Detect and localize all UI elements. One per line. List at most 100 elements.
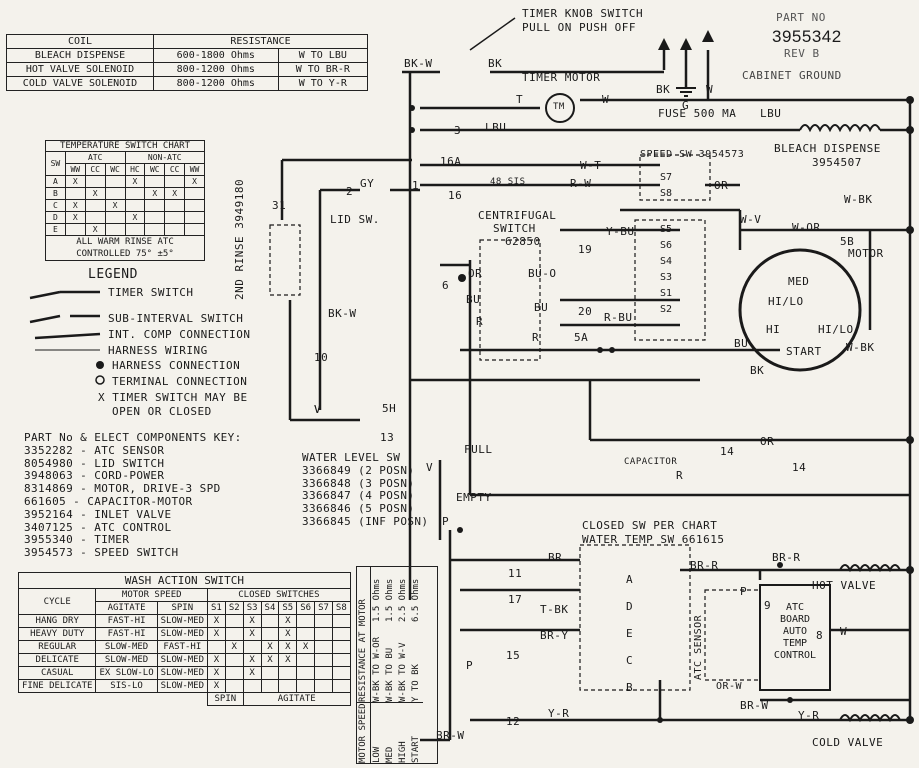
parts-key-item: 3948063 - CORD-POWER [24, 469, 165, 483]
terminal-number: 17 [508, 593, 523, 606]
subhead: HC [124, 163, 146, 176]
wire-label: T [516, 93, 524, 106]
cell: X [164, 187, 186, 200]
cell: D [45, 211, 66, 224]
fuse-wire-label: LBU [760, 107, 782, 120]
cell: C [45, 199, 66, 212]
speed-switch-terminals: S7 S8 [660, 170, 672, 202]
wire-label: Y-BU [606, 225, 635, 238]
wire-label: BR-Y [540, 629, 569, 642]
cell: X [207, 666, 226, 680]
cell [260, 679, 280, 693]
wire-label: BK [488, 57, 503, 70]
resistance-header: RESISTANCE [153, 34, 368, 49]
parts-key-item: 661605 - CAPACITOR-MOTOR [24, 494, 193, 508]
cell [314, 640, 333, 654]
cell [184, 223, 205, 236]
terminal-number: 20 [578, 305, 593, 318]
wire-label: Y-R [548, 707, 570, 720]
terminal-number: 15 [506, 649, 521, 662]
wire-label: OR [714, 179, 729, 192]
wire-label: G [682, 99, 690, 112]
cell [184, 199, 205, 212]
cell [164, 223, 186, 236]
cell [296, 679, 316, 693]
legend-item: INT. COMP CONNECTION [108, 328, 251, 341]
cell [84, 199, 106, 212]
coil-resistance: 800-1200 Ohms [153, 62, 279, 77]
wire-label: BR-W [436, 729, 465, 742]
cell: W-BK TO W-OR [372, 636, 382, 702]
wire-label: R [476, 315, 484, 328]
cell: X [278, 640, 298, 654]
cell [184, 187, 205, 200]
cell [278, 666, 298, 680]
terminal-number: 10 [314, 351, 329, 364]
cell: X [207, 653, 226, 667]
cell [224, 666, 244, 680]
terminal-number: 14 [720, 445, 735, 458]
temp-sw-terminal: C [626, 654, 633, 667]
cell [84, 211, 106, 224]
cell [164, 199, 186, 212]
bleach-dispense-label: BLEACH DISPENSE [774, 142, 881, 155]
pull-push-label: PULL ON PUSH OFF [522, 21, 636, 34]
cell: SLOW-MED [156, 666, 209, 680]
coil-wires: W TO LBU [277, 48, 369, 63]
motor-speed-header: MOTOR SPEED [95, 588, 208, 602]
motor-med: MED [788, 275, 810, 288]
wire-label: W-BK [844, 193, 873, 206]
cell: X [242, 653, 262, 667]
cell [314, 679, 333, 693]
wire-label: BK [656, 83, 671, 96]
cell: X [224, 640, 244, 654]
sw-header: S5 [278, 601, 298, 615]
terminal-number: 5B [840, 235, 855, 248]
speed-sw-terminal: S6 [660, 240, 673, 251]
parts-key-item: 8054980 - LID SWITCH [24, 456, 165, 470]
non-atc-header: NON-ATC [124, 151, 205, 164]
cell: FINE DELICATE [17, 679, 97, 693]
speed-sw-terminal: S7 [660, 172, 673, 183]
sw-header: S8 [331, 601, 351, 615]
legend-item: OPEN OR CLOSED [112, 405, 212, 418]
sw-header: S1 [207, 601, 226, 615]
cell: HANG DRY [17, 614, 97, 628]
centrifugal-switch-label: SWITCH [493, 222, 536, 235]
cell [144, 223, 166, 236]
wire-label: OR [468, 267, 483, 280]
subhead: WC [144, 163, 166, 176]
cell: X [242, 614, 262, 628]
cell [224, 653, 244, 667]
cell: FAST-HI [156, 640, 209, 654]
capacitor-label: CAPACITOR [624, 457, 678, 467]
wire-label: P [466, 659, 474, 672]
temp-sw-terminal: A [626, 573, 633, 586]
speed-sw-terminal: S5 [660, 224, 673, 235]
cell: Y TO BK [411, 664, 421, 702]
cell [124, 199, 146, 212]
cell [164, 175, 186, 188]
cell: X [64, 199, 86, 212]
wire-label: V [314, 403, 322, 416]
parts-key-item: 3955340 - TIMER [24, 533, 130, 547]
parts-key-item: 3352282 - ATC SENSOR [24, 443, 165, 457]
water-level-item: 3366845 (INF POSN) [302, 514, 429, 528]
wire-label: BR-R [690, 559, 719, 572]
parts-key-item: 3407125 - ATC CONTROL [24, 520, 172, 534]
cell: X [242, 627, 262, 641]
temp-sw-terminal: B [626, 681, 633, 694]
cell: MED [384, 702, 397, 763]
water-level-item: 3366846 (5 POSN) [302, 502, 415, 516]
wire-label: R [532, 331, 540, 344]
cell [144, 175, 166, 188]
cell: X [64, 211, 86, 224]
